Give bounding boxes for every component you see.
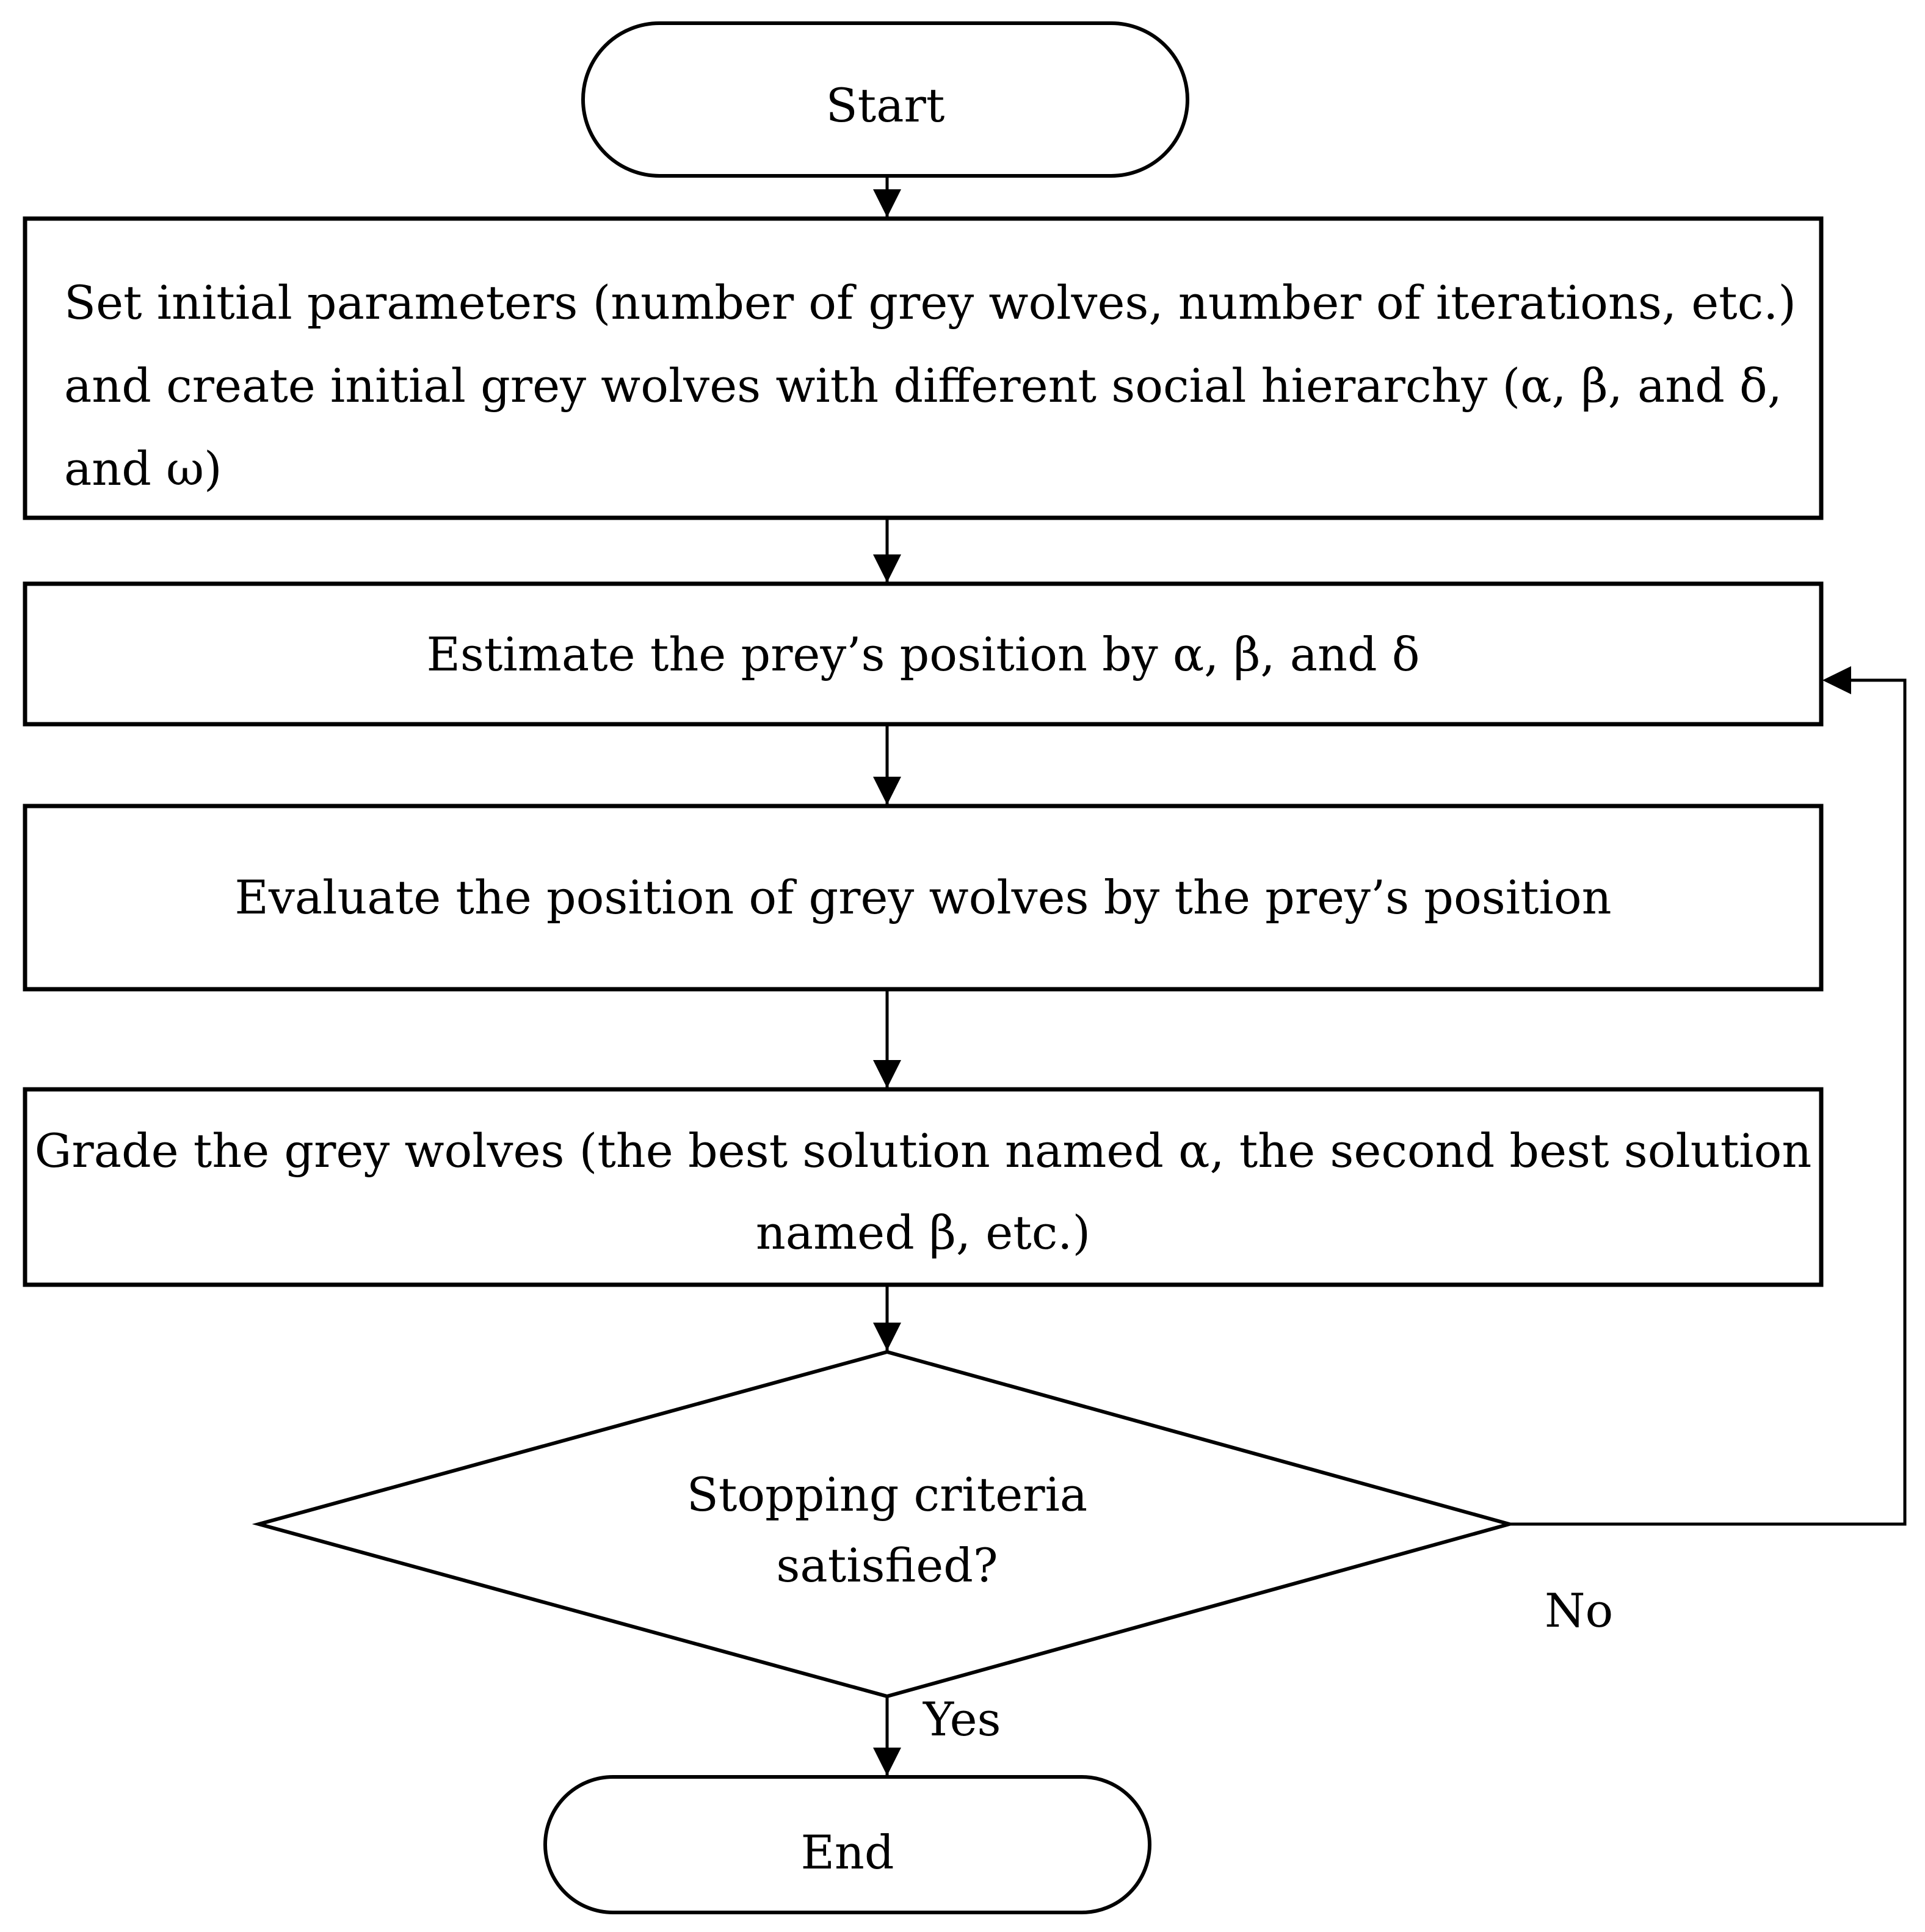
no-branch-label: No [1545, 1583, 1614, 1638]
decision-line-1: Stopping criteria [686, 1467, 1088, 1522]
start-terminator [581, 21, 1189, 178]
arrowhead-start-to-init [873, 189, 901, 217]
grade-step-line-1: Grade the grey wolves (the best solution… [34, 1124, 1812, 1178]
init-step-line-2: and create initial grey wolves with diff… [64, 358, 1782, 413]
grade-process-box [23, 1087, 1824, 1287]
init-step-line-1: Set initial parameters (number of grey w… [64, 275, 1797, 330]
arrowhead-decision-to-end [873, 1748, 901, 1776]
end-label: End [800, 1825, 894, 1879]
grade-step-line-2: named β, etc.) [755, 1205, 1091, 1260]
init-process-box [23, 216, 1824, 520]
estimate-process-box [23, 581, 1824, 727]
arrowhead-evaluate-to-grade [873, 1060, 901, 1088]
init-step-text: Set initial parameters (number of grey w… [64, 261, 1798, 510]
yes-branch-label: Yes [923, 1692, 1001, 1746]
evaluate-process-box [23, 804, 1824, 992]
start-label: Start [825, 78, 945, 133]
arrow-no-loop [1509, 678, 1907, 1526]
grade-step-text: Grade the grey wolves (the best solution… [25, 1110, 1821, 1274]
arrowhead-init-to-estimate [873, 554, 901, 583]
decision-line-2: satisfied? [776, 1538, 998, 1592]
decision-text: Stopping criteria satisfied? [643, 1459, 1131, 1601]
init-step-line-3: and ω) [64, 441, 222, 496]
arrowhead-estimate-to-evaluate [873, 777, 901, 805]
arrowhead-grade-to-decision [873, 1323, 901, 1351]
evaluate-step-text: Evaluate the position of grey wolves by … [234, 870, 1612, 924]
arrowhead-no-loop [1822, 666, 1851, 694]
end-terminator [543, 1775, 1151, 1914]
estimate-step-text: Estimate the prey’s position by α, β, an… [426, 627, 1420, 681]
